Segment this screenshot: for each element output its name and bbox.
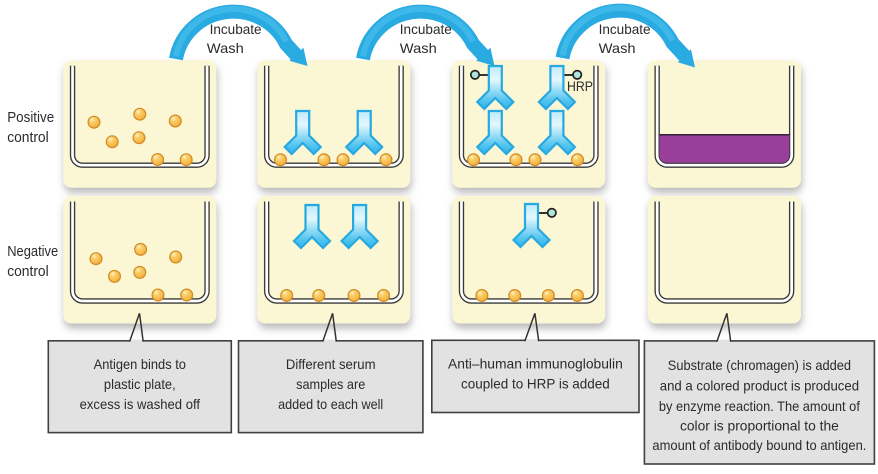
svg-text:Anti–human immunoglobulin: Anti–human immunoglobulin [448, 356, 623, 372]
svg-text:coupled to HRP is added: coupled to HRP is added [461, 376, 610, 392]
svg-text:Wash: Wash [599, 40, 636, 56]
svg-text:HRP: HRP [567, 78, 593, 94]
svg-text:Wash: Wash [400, 40, 437, 56]
svg-text:and a colored product is produ: and a colored product is produced [660, 378, 859, 394]
svg-text:control: control [7, 263, 49, 280]
svg-text:Different serum: Different serum [286, 356, 376, 372]
svg-text:Negative: Negative [7, 243, 58, 260]
svg-text:color is proportional to the: color is proportional to the [680, 417, 839, 433]
svg-text:Incubate: Incubate [400, 21, 452, 37]
svg-text:control: control [7, 129, 49, 146]
svg-text:plastic plate,: plastic plate, [104, 376, 176, 392]
svg-text:added to each well: added to each well [278, 396, 383, 412]
svg-text:Incubate: Incubate [210, 21, 262, 37]
svg-text:samples are: samples are [296, 376, 365, 392]
svg-text:Wash: Wash [207, 40, 244, 56]
svg-text:Substrate (chromagen) is added: Substrate (chromagen) is added [668, 357, 851, 373]
svg-text:excess is washed off: excess is washed off [80, 396, 201, 412]
svg-text:amount of antibody bound to an: amount of antibody bound to antigen. [652, 437, 866, 453]
svg-text:Positive: Positive [7, 109, 54, 126]
svg-text:Incubate: Incubate [599, 21, 651, 37]
svg-text:Antigen binds to: Antigen binds to [94, 356, 186, 372]
svg-text:by enzyme reaction. The amount: by enzyme reaction. The amount of [659, 398, 860, 414]
